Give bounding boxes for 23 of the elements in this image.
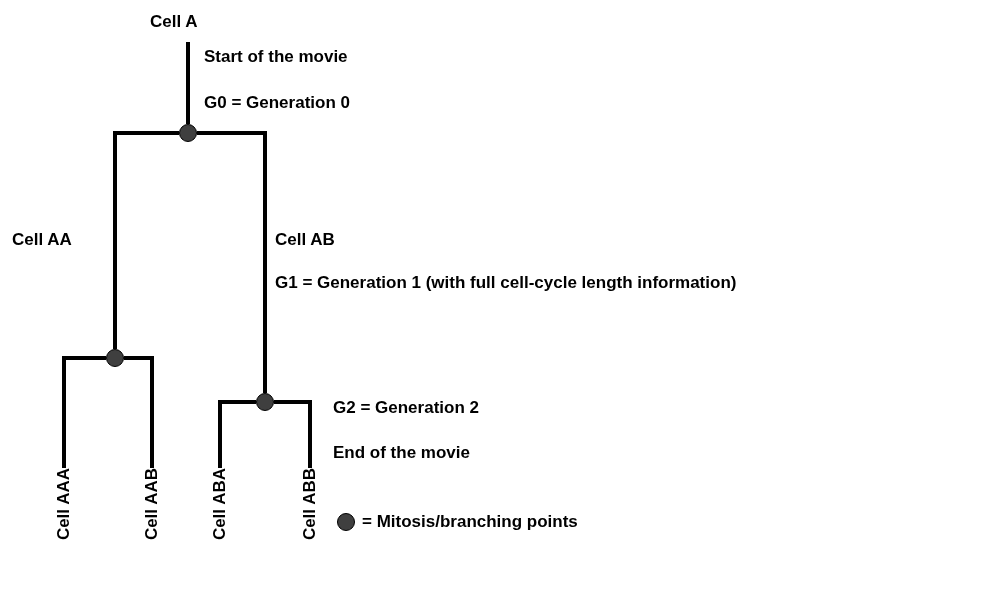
annotation-text: G2 = Generation 2 <box>333 398 479 418</box>
lineage-line <box>197 131 267 393</box>
edge-label: Cell AB <box>275 230 335 250</box>
legend-text: = Mitosis/branching points <box>362 512 578 532</box>
lineage-line <box>186 42 190 124</box>
lineage-line <box>62 356 106 468</box>
lineage-line <box>124 356 154 468</box>
branch-point-dot <box>106 349 124 367</box>
lineage-line <box>113 131 179 349</box>
annotation-text: G0 = Generation 0 <box>204 93 350 113</box>
branch-point-dot <box>179 124 197 142</box>
annotation-text: Start of the movie <box>204 47 348 67</box>
annotation-text: End of the movie <box>333 443 470 463</box>
cell-label: Cell A <box>150 12 198 32</box>
cell-label: Cell ABB <box>300 468 320 541</box>
branch-point-dot <box>256 393 274 411</box>
edge-label: Cell AA <box>12 230 72 250</box>
cell-label: Cell AAA <box>54 468 74 541</box>
lineage-line <box>274 400 312 468</box>
cell-label: Cell ABA <box>210 468 230 541</box>
annotation-text: G1 = Generation 1 (with full cell-cycle length information) <box>275 273 737 293</box>
cell-label: Cell AAB <box>142 468 162 541</box>
lineage-line <box>218 400 256 468</box>
